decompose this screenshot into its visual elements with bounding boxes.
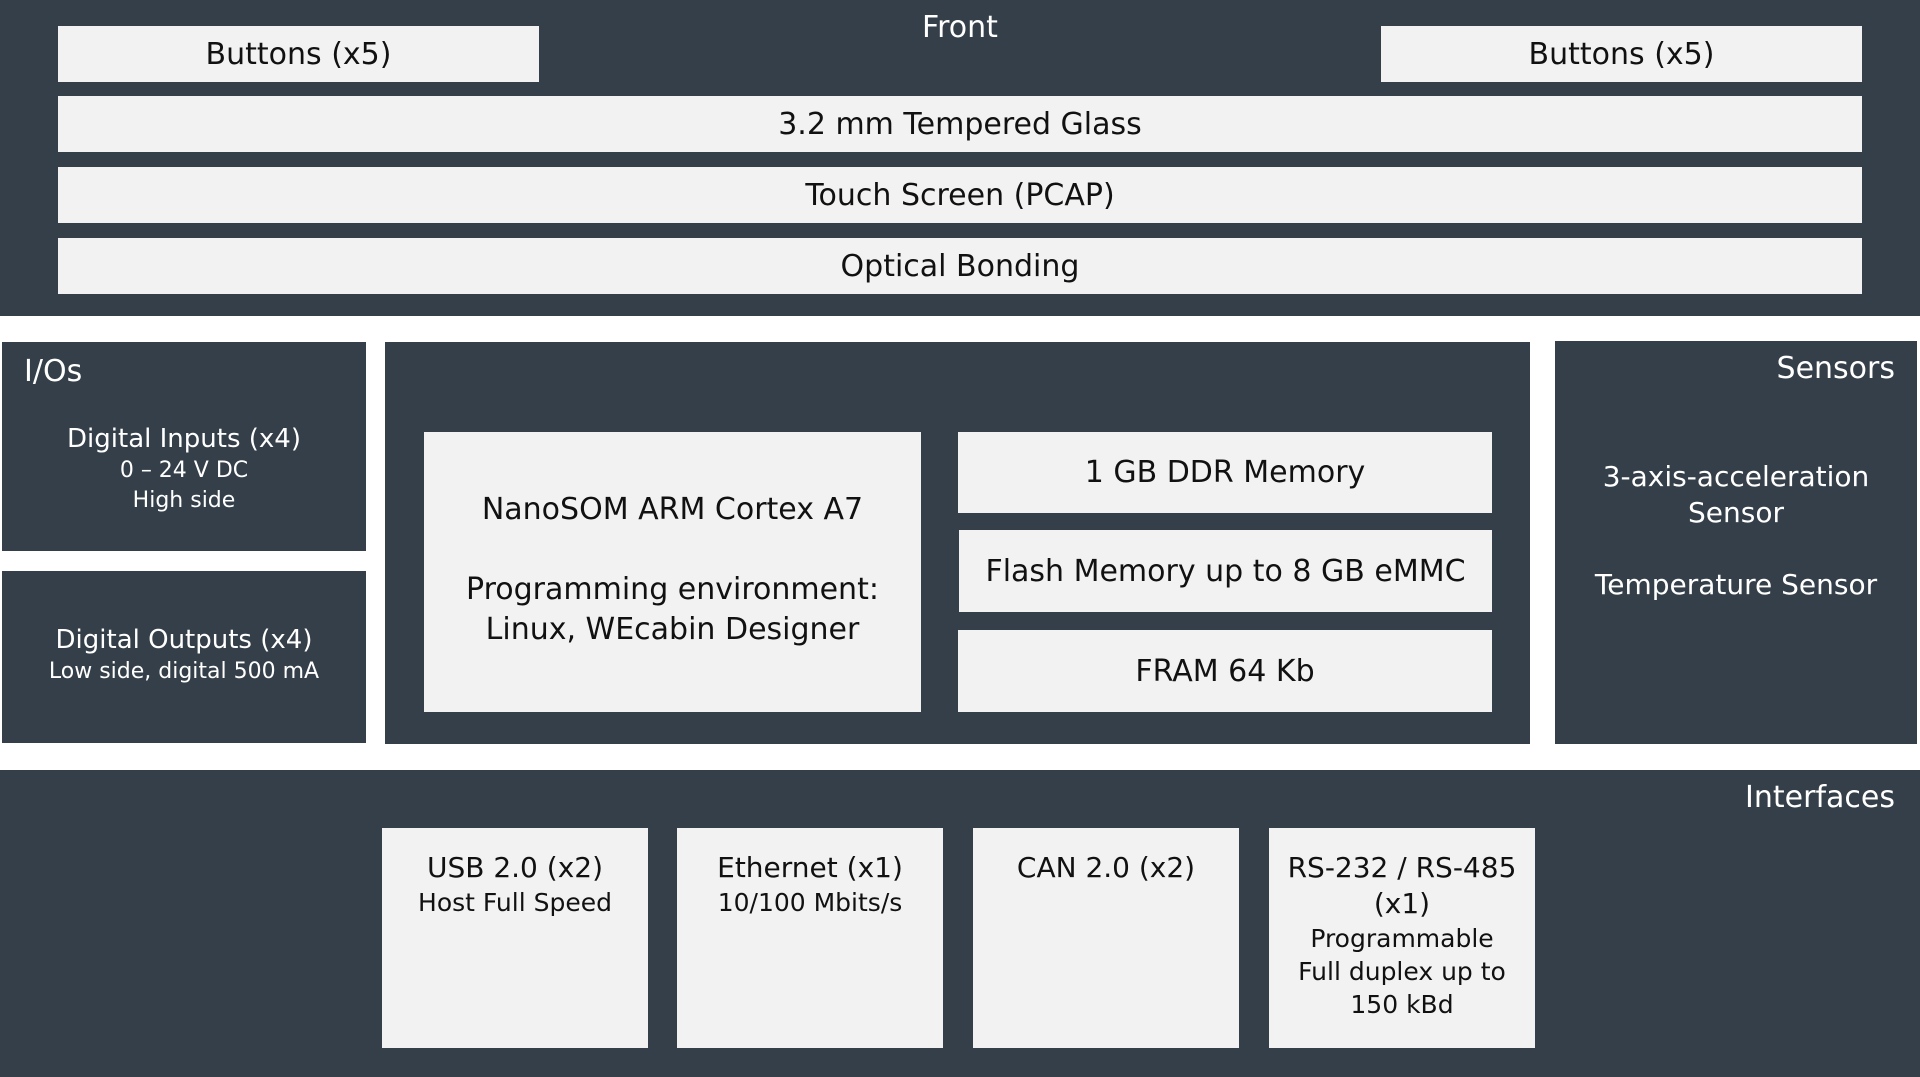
digital-inputs-side: High side: [132, 488, 236, 513]
buttons-right-box: Buttons (x5): [1381, 26, 1862, 82]
flash-memory-box: Flash Memory up to 8 GB eMMC: [959, 530, 1492, 612]
serial-interface-box: RS-232 / RS-485 (x1) Programmable Full d…: [1269, 828, 1535, 1048]
accel-sensor-line1: 3-axis-acceleration: [1602, 460, 1870, 493]
accel-sensor-line2: Sensor: [1688, 496, 1784, 529]
buttons-left-box: Buttons (x5): [58, 26, 539, 82]
usb-interface-box: USB 2.0 (x2) Host Full Speed: [382, 828, 648, 1048]
digital-outputs-spec: Low side, digital 500 mA: [48, 659, 320, 684]
ddr-memory-box: 1 GB DDR Memory: [958, 432, 1492, 513]
front-panel: Front Buttons (x5) Buttons (x5) 3.2 mm T…: [0, 0, 1920, 316]
ios-title: I/Os: [24, 354, 83, 389]
ethernet-title: Ethernet (x1): [717, 851, 903, 884]
digital-inputs-block: Digital Inputs (x4) 0 – 24 V DC High sid…: [2, 422, 366, 516]
serial-title: RS-232 / RS-485: [1287, 851, 1517, 884]
can-interface-box: CAN 2.0 (x2): [973, 828, 1239, 1048]
serial-count: (x1): [1373, 887, 1431, 920]
touch-screen-layer: Touch Screen (PCAP): [58, 167, 1862, 223]
ethernet-interface-box: Ethernet (x1) 10/100 Mbits/s: [677, 828, 943, 1048]
soc-env-label: Programming environment:: [466, 572, 879, 607]
sensors-title: Sensors: [1776, 351, 1895, 386]
ethernet-detail: 10/100 Mbits/s: [717, 888, 903, 917]
fram-box: FRAM 64 Kb: [958, 630, 1492, 712]
serial-detail-3: 150 kBd: [1350, 990, 1454, 1019]
interfaces-panel: Interfaces: [0, 770, 1920, 1077]
ios-inputs-panel: I/Os Digital Inputs (x4) 0 – 24 V DC Hig…: [2, 342, 366, 551]
core-panel: NanoSOM ARM Cortex A7 Programming enviro…: [385, 342, 1530, 744]
usb-title: USB 2.0 (x2): [426, 851, 604, 884]
sensors-panel: Sensors 3-axis-acceleration Sensor Tempe…: [1555, 341, 1917, 744]
soc-box: NanoSOM ARM Cortex A7 Programming enviro…: [424, 432, 921, 712]
serial-detail-2: Full duplex up to: [1298, 957, 1506, 986]
usb-detail: Host Full Speed: [418, 888, 612, 917]
digital-outputs-title: Digital Outputs (x4): [55, 625, 313, 655]
optical-bonding-layer: Optical Bonding: [58, 238, 1862, 294]
digital-inputs-title: Digital Inputs (x4): [67, 424, 301, 454]
interfaces-title: Interfaces: [1745, 780, 1895, 815]
can-title: CAN 2.0 (x2): [1016, 851, 1196, 884]
front-title: Front: [922, 10, 998, 45]
soc-name: NanoSOM ARM Cortex A7: [481, 492, 864, 527]
soc-env-value: Linux, WEcabin Designer: [485, 612, 860, 647]
sensors-list: 3-axis-acceleration Sensor Temperature S…: [1555, 459, 1917, 603]
digital-outputs-block: Digital Outputs (x4) Low side, digital 5…: [2, 623, 366, 687]
temperature-sensor: Temperature Sensor: [1594, 568, 1878, 601]
tempered-glass-layer: 3.2 mm Tempered Glass: [58, 96, 1862, 152]
digital-inputs-voltage: 0 – 24 V DC: [119, 458, 249, 483]
ios-outputs-panel: Digital Outputs (x4) Low side, digital 5…: [2, 571, 366, 743]
serial-detail-1: Programmable: [1310, 924, 1494, 953]
